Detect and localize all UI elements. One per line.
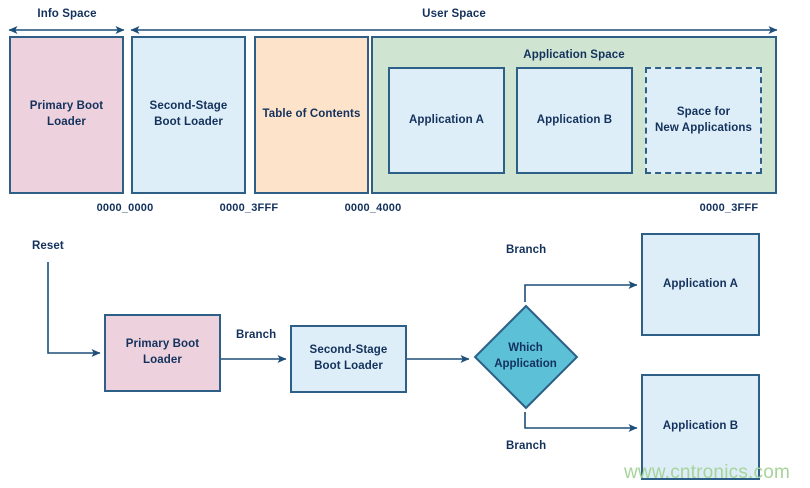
flow-edge-label-branch-2: Branch: [506, 244, 547, 256]
memory-block-label-line1: Second-Stage: [149, 100, 228, 113]
address-label-2: 0000_4000: [344, 202, 402, 214]
flow-node-label-line1: Second-Stage: [309, 344, 388, 357]
application-item-label-line1: Application B: [536, 113, 613, 126]
memory-block-primary-boot-loader: Primary Boot Loader: [9, 36, 124, 194]
flow-node-label: Second-Stage Boot Loader: [310, 343, 388, 374]
memory-block-table-of-contents: Table of Contents: [254, 36, 369, 194]
memory-block-label-line2: Boot Loader: [154, 116, 223, 128]
span-label-info-space: Info Space: [37, 8, 97, 20]
flow-node-label-line2: Boot Loader: [314, 360, 383, 372]
memory-block-label-line1: Primary Boot: [29, 100, 104, 113]
application-item-label-line2: New Applications: [654, 121, 753, 134]
flow-node-application-b: Application B: [641, 374, 760, 480]
flow-node-label-line2: Loader: [143, 354, 182, 366]
flow-node-label-line1: Primary Boot: [125, 338, 200, 351]
application-item-label: Space for New Applications: [655, 105, 752, 136]
memory-block-label-line2: Loader: [47, 116, 86, 128]
watermark: www.cntronics.com: [624, 462, 790, 483]
flow-node-label-line2: Application: [494, 358, 557, 370]
flow-node-label-line1: Application B: [662, 420, 739, 433]
flow-node-second-stage-boot-loader: Second-Stage Boot Loader: [290, 325, 407, 393]
edge-decision-to-application-a: [524, 281, 638, 302]
memory-block-second-stage-boot-loader: Second-Stage Boot Loader: [131, 36, 246, 194]
flow-node-application-a: Application A: [641, 233, 760, 336]
span-label-user-space: User Space: [422, 8, 486, 20]
application-item-label: Application A: [409, 113, 484, 129]
application-item-label: Application B: [537, 113, 612, 129]
flow-edge-label-branch-1: Branch: [236, 329, 277, 341]
flow-node-label-line1: Application A: [663, 277, 738, 290]
flow-node-label: Application B: [663, 419, 738, 435]
flow-node-label: Which Application: [494, 341, 557, 372]
address-label-0: 0000_0000: [96, 202, 154, 214]
application-space-title: Application Space: [523, 49, 625, 61]
address-label-3: 0000_3FFF: [699, 202, 759, 214]
edge-decision-to-application-b: [524, 412, 638, 432]
application-space-item-application-a: Application A: [388, 67, 505, 174]
flow-entry-label-reset: Reset: [32, 240, 64, 252]
application-item-label-line1: Space for: [676, 105, 731, 118]
application-space-item-space-for-new-applications: Space for New Applications: [645, 67, 762, 174]
memory-block-application-space: Application Space Application A Applicat…: [371, 36, 777, 194]
memory-block-label: Primary Boot Loader: [30, 99, 103, 130]
memory-block-label: Table of Contents: [263, 107, 361, 123]
memory-block-label-line1: Table of Contents: [262, 108, 361, 121]
memory-block-label: Second-Stage Boot Loader: [150, 99, 228, 130]
flow-node-primary-boot-loader: Primary Boot Loader: [104, 314, 221, 392]
flow-node-label-line1: Which: [508, 342, 543, 355]
application-item-label-line1: Application A: [409, 113, 484, 126]
flow-node-which-application: Which Application: [473, 302, 578, 412]
flow-node-label: Application A: [663, 277, 738, 293]
flow-edge-label-branch-3: Branch: [506, 440, 547, 452]
address-label-1: 0000_3FFF: [219, 202, 279, 214]
edge-reset-to-primary: [47, 262, 101, 357]
application-space-item-application-b: Application B: [516, 67, 633, 174]
flow-node-label: Primary Boot Loader: [126, 337, 199, 368]
